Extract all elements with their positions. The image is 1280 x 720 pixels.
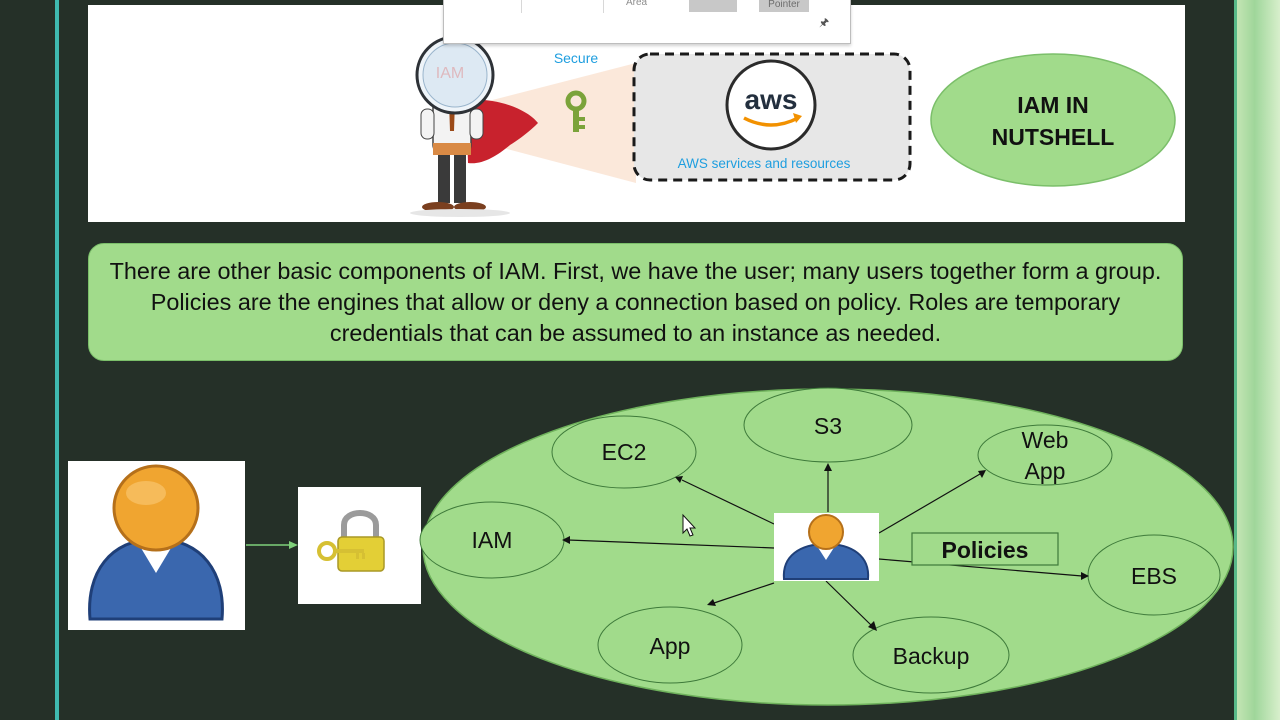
web-app-label-line-2: App (1025, 458, 1066, 484)
aws-logo-icon (725, 59, 817, 151)
app-label: App (650, 633, 691, 659)
arrow-to-ec2 (681, 479, 775, 525)
s3-node (743, 387, 913, 463)
toolbar-divider (521, 0, 522, 13)
policies-label: Policies (942, 537, 1029, 563)
arrow-to-iam (567, 539, 775, 549)
toolbar-divider (603, 0, 604, 13)
right-decor-strip (1234, 0, 1280, 720)
user-card (68, 461, 245, 630)
annotation-toolbar: Area Pointer 🖈 (443, 0, 851, 44)
s3-label: S3 (814, 413, 842, 439)
lock-card (298, 487, 421, 604)
web-app-node (977, 424, 1113, 486)
ec2-node (551, 415, 697, 489)
title-line-2: NUTSHELL (992, 124, 1115, 150)
aws-logo-text: aws (745, 84, 798, 115)
mouse-cursor-icon (682, 513, 697, 537)
top-banner: IAM Secure aws AWS services and resource… (88, 5, 1185, 222)
description-callout: There are other basic components of IAM.… (88, 243, 1183, 361)
ec2-label: EC2 (602, 439, 647, 465)
left-accent-rail (55, 0, 59, 720)
iam-lens-label: IAM (436, 65, 464, 82)
superhero-icon (410, 92, 538, 217)
toolbar-area-button[interactable]: Area (626, 0, 648, 8)
center-user-icon (774, 513, 879, 581)
secure-label: Secure (554, 50, 599, 66)
aws-arrow-icon (793, 113, 802, 123)
title-bubble (930, 53, 1176, 187)
ebs-label: EBS (1131, 563, 1177, 589)
banner-illustration: IAM Secure aws AWS services and resource… (410, 35, 1176, 217)
user-avatar-icon (88, 464, 224, 621)
key-lock-icon (317, 510, 385, 572)
policies-box (911, 532, 1059, 566)
magnifier-icon (415, 35, 495, 115)
aws-smile-icon (743, 116, 799, 127)
iam-label: IAM (472, 527, 513, 553)
web-app-label-line-1: Web (1022, 427, 1069, 453)
light-beam (473, 63, 636, 183)
arrow-to-backup (825, 580, 873, 627)
ebs-node (1087, 534, 1221, 616)
aws-caption: AWS services and resources (678, 156, 851, 171)
toolbar-color-swatch[interactable] (689, 0, 737, 12)
arrow-to-web-app (878, 473, 981, 534)
pin-icon[interactable]: 🖈 (819, 17, 830, 29)
app-node (597, 606, 743, 684)
toolbar-pointer-button[interactable]: Pointer (759, 0, 809, 12)
arrow-to-app (713, 582, 775, 604)
title-line-1: IAM IN (1017, 92, 1089, 118)
backup-label: Backup (893, 643, 970, 669)
description-text: There are other basic components of IAM.… (109, 257, 1162, 346)
backup-node (852, 616, 1010, 694)
key-icon (565, 90, 587, 132)
